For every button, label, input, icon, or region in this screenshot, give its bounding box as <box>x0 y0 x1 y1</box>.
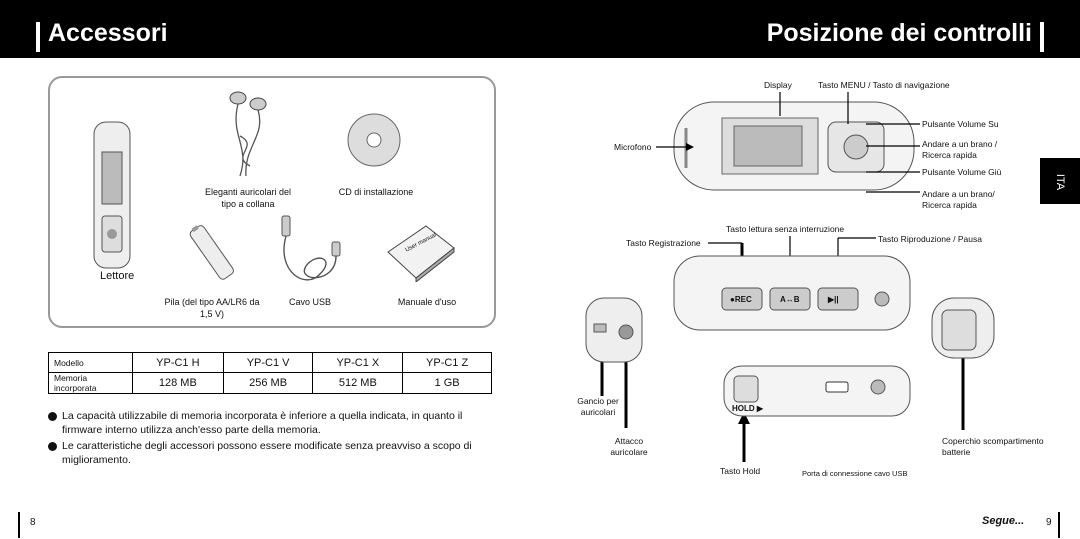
table-cell: 1 GB <box>402 372 492 394</box>
mic-label: Microfono <box>614 142 652 152</box>
table-cell: YP-C1 V <box>222 352 314 373</box>
footer-bar-right <box>1058 512 1060 538</box>
usb-port-label: Porta di connessione cavo USB <box>802 469 908 478</box>
header-right: Posizione dei controlli <box>540 0 1080 58</box>
usb-cable-label: Cavo USB <box>288 297 332 307</box>
manual-label: Manuale d'uso <box>397 297 457 307</box>
vol-up-label: Pulsante Volume Su <box>922 119 999 129</box>
play-label: Tasto Riproduzione / Pausa <box>878 234 982 244</box>
device-bottom-view <box>723 365 911 417</box>
manual-illustration <box>387 225 455 282</box>
prev-label: Andare a un brano/ Ricerca rapida <box>922 189 995 210</box>
battery-illustration <box>189 225 234 280</box>
player-illustration <box>93 121 131 269</box>
header-bar-right <box>1040 22 1044 52</box>
battery-cover-label: Coperchio scompartimento batterie <box>942 436 1044 457</box>
cd-label: CD di installazione <box>338 187 414 197</box>
page-title-left: Accessori <box>48 19 168 47</box>
device-front-view <box>673 101 915 191</box>
note-item: Le caratteristiche degli accessori posso… <box>48 439 488 467</box>
usb-cable-illustration <box>281 215 341 281</box>
table-cell: 512 MB <box>312 372 404 394</box>
header-left: Accessori <box>0 0 540 58</box>
device-end-view-left <box>585 297 643 363</box>
segue-label: Segue... <box>982 515 1025 527</box>
vol-down-label: Pulsante Volume Giù <box>922 167 1002 177</box>
hold-label: Tasto Hold <box>720 466 761 476</box>
language-tab: ITA <box>1040 158 1080 204</box>
earphones-illustration <box>229 91 267 177</box>
page-number-right: 9 <box>1046 517 1052 528</box>
header-bar-left <box>36 22 40 52</box>
strap-label: Gancio per auricolari <box>577 396 619 417</box>
footer-bar-left <box>18 512 20 538</box>
table-cell: Memoria incorporata <box>48 372 133 394</box>
memory-table: Modello YP-C1 H YP-C1 V YP-C1 X YP-C1 Z … <box>48 352 492 394</box>
table-cell: 128 MB <box>132 372 224 394</box>
ab-button-mark: A↔B <box>780 295 800 304</box>
next-label: Andare a un brano / Ricerca rapida <box>922 139 998 160</box>
player-label: Lettore <box>100 270 135 282</box>
table-row: Memoria incorporata 128 MB 256 MB 512 MB… <box>48 372 492 394</box>
cd-illustration <box>347 113 401 167</box>
play-button-mark: ▶|| <box>828 295 839 304</box>
display-label: Display <box>764 80 792 90</box>
rec-button-mark: ●REC <box>730 295 752 304</box>
notes-list: La capacità utilizzabile di memoria inco… <box>48 409 488 469</box>
device-top-view <box>673 255 911 331</box>
rec-label: Tasto Registrazione <box>626 238 701 248</box>
hold-mark: HOLD ▶ <box>732 404 764 413</box>
menu-label: Tasto MENU / Tasto di navigazione <box>818 80 950 90</box>
note-item: La capacità utilizzabile di memoria inco… <box>48 409 488 437</box>
device-end-view-right <box>931 297 995 359</box>
earphones-label: Eleganti auricolari del tipo a collana <box>204 187 292 209</box>
battery-label: Pila (del tipo AA/LR6 da 1,5 V) <box>164 297 260 319</box>
table-cell: 256 MB <box>222 372 314 394</box>
ab-label: Tasto lettura senza interruzione <box>726 224 845 234</box>
page-title-right: Posizione dei controlli <box>766 19 1032 47</box>
page-number-left: 8 <box>30 517 36 528</box>
earphone-jack-label: Attacco auricolare <box>610 436 648 457</box>
